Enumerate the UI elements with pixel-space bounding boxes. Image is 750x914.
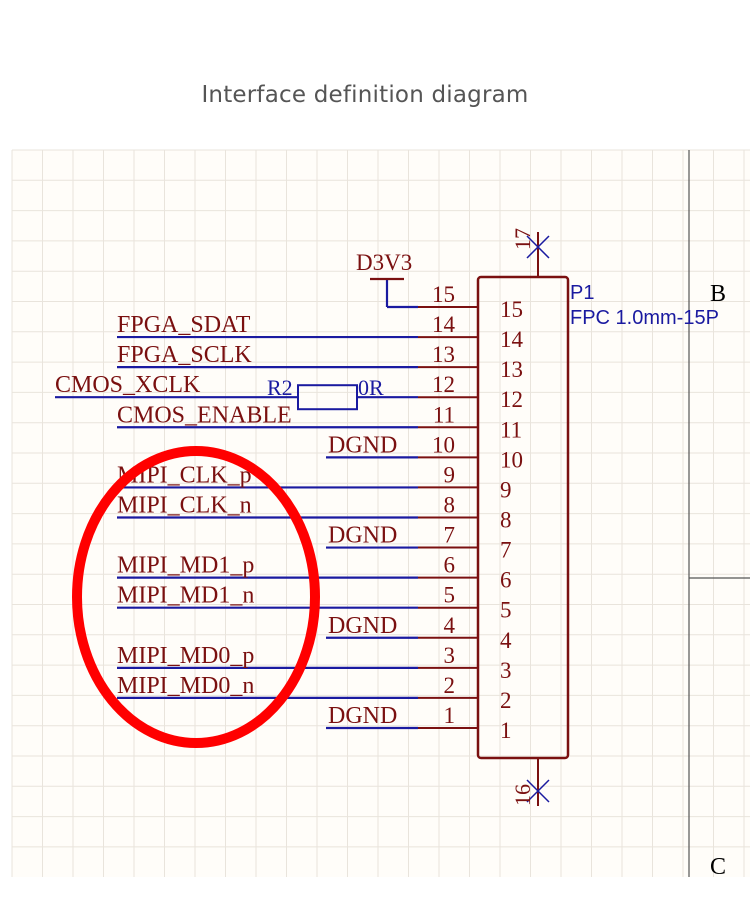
connector-inner-pin-11: 11 bbox=[500, 417, 522, 442]
zone-label-b: B bbox=[710, 281, 726, 307]
net-label-13: FPGA_SCLK bbox=[117, 342, 252, 368]
net-label-1: DGND bbox=[328, 703, 397, 729]
pin-number-5: 5 bbox=[444, 583, 456, 608]
resistor-value: 0R bbox=[358, 375, 384, 400]
supply-label: D3V3 bbox=[356, 250, 412, 275]
mount-pin-bottom-label: 16 bbox=[510, 784, 535, 806]
net-label-11: CMOS_ENABLE bbox=[117, 402, 292, 428]
component-value: FPC 1.0mm-15P bbox=[570, 307, 719, 329]
pin-number-9: 9 bbox=[444, 462, 456, 487]
net-label-12: CMOS_XCLK bbox=[55, 372, 201, 398]
connector-inner-pin-8: 8 bbox=[500, 507, 512, 532]
net-label-14: FPGA_SDAT bbox=[117, 312, 251, 338]
net-label-5: MIPI_MD1_n bbox=[117, 583, 254, 609]
connector-inner-pin-10: 10 bbox=[500, 447, 523, 472]
no-connect-bottom-icon bbox=[526, 779, 550, 803]
pin-number-12: 12 bbox=[432, 372, 455, 397]
connector-inner-pin-7: 7 bbox=[500, 538, 512, 563]
pin-number-2: 2 bbox=[444, 673, 456, 698]
resistor-designator: R2 bbox=[267, 375, 293, 400]
wires bbox=[55, 277, 418, 730]
connector-inner-pin-9: 9 bbox=[500, 477, 512, 502]
connector-inner-pin-1: 1 bbox=[500, 718, 512, 743]
highlight-ellipse bbox=[72, 446, 320, 748]
net-label-10: DGND bbox=[328, 432, 397, 458]
connector-inner-pin-4: 4 bbox=[500, 628, 512, 653]
net-label-6: MIPI_MD1_p bbox=[117, 553, 254, 579]
pin-number-15: 15 bbox=[432, 282, 455, 307]
diagram-title: Interface definition diagram bbox=[201, 82, 529, 108]
connector-inner-pin-12: 12 bbox=[500, 387, 523, 412]
net-labels: FPGA_SDAT FPGA_SCLK CMOS_XCLK CMOS_ENABLE DG… bbox=[55, 250, 412, 729]
mipi-highlight bbox=[72, 446, 320, 748]
connector-inner-pin-13: 13 bbox=[500, 357, 523, 382]
pin-number-14: 14 bbox=[432, 312, 456, 337]
connector-inner-pin-15: 15 bbox=[500, 297, 523, 322]
net-label-3: MIPI_MD0_p bbox=[117, 643, 254, 669]
pin-number-1: 1 bbox=[444, 703, 456, 728]
connector-inner-pin-14: 14 bbox=[500, 327, 524, 352]
pin-number-3: 3 bbox=[444, 643, 456, 668]
connector-inner-pin-5: 5 bbox=[500, 598, 512, 623]
pin-number-10: 10 bbox=[432, 432, 455, 457]
net-label-2: MIPI_MD0_n bbox=[117, 673, 254, 699]
component-designator: P1 bbox=[570, 282, 594, 304]
connector-inner-pin-2: 2 bbox=[500, 688, 512, 713]
pin-number-7: 7 bbox=[444, 523, 456, 548]
net-label-7: DGND bbox=[328, 523, 397, 549]
pin-number-8: 8 bbox=[444, 492, 456, 517]
resistor-body bbox=[297, 384, 358, 411]
sheet-grid: BC bbox=[11, 149, 750, 880]
pin-number-11: 11 bbox=[433, 402, 455, 427]
net-label-4: DGND bbox=[328, 613, 397, 639]
net-label-8: MIPI_CLK_n bbox=[117, 492, 252, 518]
mount-pin-top-label: 17 bbox=[510, 228, 535, 250]
zone-label-c: C bbox=[710, 854, 726, 880]
pin-number-13: 13 bbox=[432, 342, 455, 367]
connector-inner-pin-6: 6 bbox=[500, 568, 512, 593]
connector-inner-pin-3: 3 bbox=[500, 658, 512, 683]
pin-number-4: 4 bbox=[444, 613, 456, 638]
no-connect-top-icon bbox=[526, 235, 550, 259]
pin-number-6: 6 bbox=[444, 553, 456, 578]
